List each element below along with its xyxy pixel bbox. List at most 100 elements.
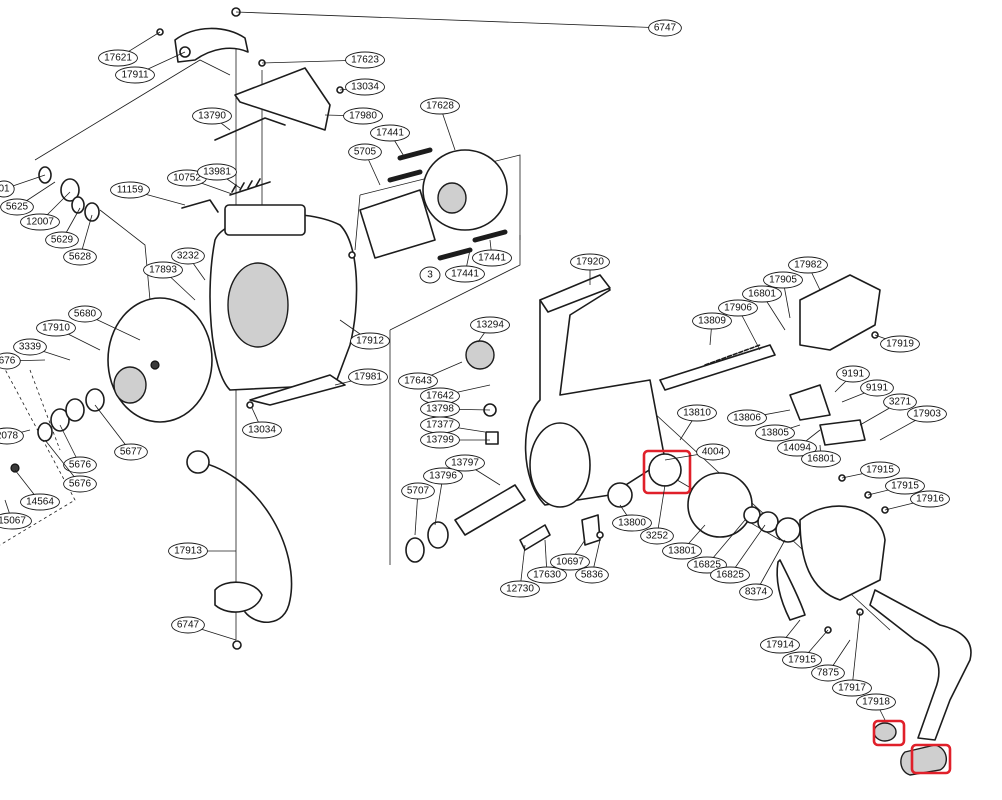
leader-line [851,611,861,689]
part-callout: 6747 [235,11,682,37]
callout-oval [860,461,900,479]
callout-number: 3 [427,270,433,281]
part-callout: 13801 [662,524,706,560]
part-callout: 676 [0,352,46,370]
callout-oval [110,181,150,199]
callout-oval [171,616,205,634]
callout-oval [401,482,435,500]
part-callout: 8374 [739,539,786,601]
callout-number: 6747 [654,23,677,34]
callout-oval [20,493,60,511]
callout-number: 11159 [117,185,144,196]
callout-number: 13798 [426,404,454,415]
callout-number: 17642 [426,391,454,402]
callout-oval [739,583,773,601]
part-callout: 13806 [727,409,791,427]
cover-part [234,67,331,131]
part-callout: 17915 [867,477,925,496]
callout-oval [860,379,894,397]
callout-oval [718,299,758,317]
callout-number: 17628 [426,101,454,112]
part-callout: 17643 [398,361,463,390]
callout-oval [885,477,925,495]
callout-number: 5705 [354,147,377,158]
part-callout: 17911 [115,51,186,84]
callout-number: 676 [0,356,16,367]
callout-number: 17903 [913,409,941,420]
small-gear-part [607,482,633,508]
callout-oval [36,319,76,337]
callout-number: 5677 [120,447,143,458]
callout-oval [910,490,950,508]
callout-oval [472,249,512,267]
callout-number: 17441 [478,253,506,264]
part-callout: 5705 [348,143,382,186]
callout-oval [760,636,800,654]
callout-oval [63,456,97,474]
highlight-box-gear [642,449,692,495]
leader-line [235,11,666,29]
callout-oval [0,427,24,445]
callout-number: 3252 [646,531,669,542]
callout-number: 17919 [886,339,914,350]
drag-part [422,149,508,231]
callout-number: 15067 [0,516,26,527]
callout-number: 13799 [426,435,454,446]
callout-number: 16801 [748,289,776,300]
callout-oval [742,285,782,303]
part-callout: 5676 [59,424,97,474]
callout-oval [648,19,682,37]
part-callout: 17919 [874,334,920,353]
callout-number: 17905 [769,275,797,286]
part-callout: 17980 [324,107,383,125]
callout-oval [445,454,485,472]
part-callout: 3232 [171,247,206,281]
part-callout: 13981 [197,163,241,189]
part-callout: 9191 [834,365,870,393]
callout-number: 17920 [576,257,604,268]
callout-oval [0,198,34,216]
part-callout: 17916 [884,490,950,511]
callout-number: 13801 [668,546,696,557]
callout-oval [500,580,540,598]
part-callout: 5629 [45,207,81,249]
callout-oval [662,542,702,560]
part-callout: 17917 [832,611,872,697]
part-callout: 13810 [677,404,717,441]
part-callout: 10697 [550,539,590,571]
callout-number: 17643 [404,376,432,387]
part-callout: 10752 [167,169,233,195]
callout-number: 17893 [149,265,177,276]
part-callout: 11159 [110,181,186,206]
drive-gear-part [687,472,753,538]
callout-oval [423,467,463,485]
handle-knob-part [900,744,947,776]
part-callout: 13034 [242,407,282,439]
callout-number: 10752 [173,173,201,184]
part-callout: 17914 [760,619,801,654]
highlight-boxes [642,449,952,775]
callout-number: 17917 [838,683,866,694]
callout-number: 17915 [788,655,816,666]
callout-number: 13809 [698,316,726,327]
housing-part [799,505,886,601]
callout-number: 14094 [783,443,811,454]
callout-oval [98,49,138,67]
callout-number: 17441 [451,269,479,280]
callout-number: 17915 [866,465,894,476]
callout-number: 17982 [794,260,822,271]
callout-number: 16825 [716,570,744,581]
callout-number: 6747 [177,620,200,631]
callout-oval [612,514,652,532]
handle-arm-part [869,589,972,741]
callout-number: 5680 [74,309,97,320]
callout-number: 13797 [451,458,479,469]
side-cover-part [799,274,881,351]
callout-oval [350,332,390,350]
spool-plate-part [107,297,213,423]
callout-number: 17912 [356,336,384,347]
callout-oval [782,651,822,669]
callout-number: 5707 [407,486,430,497]
part-callout: 3 [419,266,441,284]
